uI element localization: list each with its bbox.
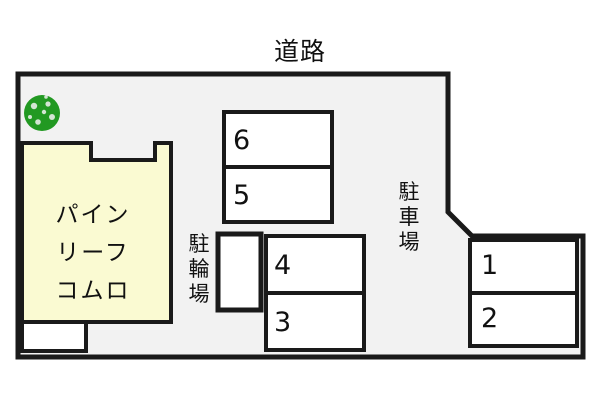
parking-stall-1-number: 1 xyxy=(481,250,499,281)
building-name-line-2: リーフ xyxy=(56,240,130,266)
parking-stall-2-number: 2 xyxy=(481,303,499,334)
parking-block-right xyxy=(468,238,579,348)
building-name-line-1: パイン xyxy=(55,202,131,228)
road-label: 道路 xyxy=(273,37,326,66)
parking-stall-4[interactable] xyxy=(264,234,366,295)
annex-box xyxy=(20,320,88,353)
parking-block-lower-middle xyxy=(264,234,366,352)
parking-stall-2[interactable] xyxy=(468,291,579,348)
parking-block-upper-middle xyxy=(222,110,334,224)
parking-stall-6[interactable] xyxy=(222,110,334,169)
parking-stall-6-number: 6 xyxy=(233,125,251,156)
parking-stall-3-number: 3 xyxy=(274,307,292,338)
bicycle-parking-area xyxy=(215,231,264,313)
tree-icon xyxy=(24,95,60,131)
bicycle-parking-label: 駐輪場 xyxy=(188,232,210,306)
parking-stall-4-number: 4 xyxy=(274,250,292,281)
parking-stall-5-number: 5 xyxy=(233,180,251,211)
car-parking-label: 駐車場 xyxy=(398,180,420,254)
parking-stall-5[interactable] xyxy=(222,165,334,224)
parking-stall-1[interactable] xyxy=(468,238,579,295)
parking-stall-3[interactable] xyxy=(264,291,366,352)
building-name-line-3: コムロ xyxy=(55,278,131,304)
building-name-label: パイン リーフ コムロ xyxy=(33,196,153,310)
